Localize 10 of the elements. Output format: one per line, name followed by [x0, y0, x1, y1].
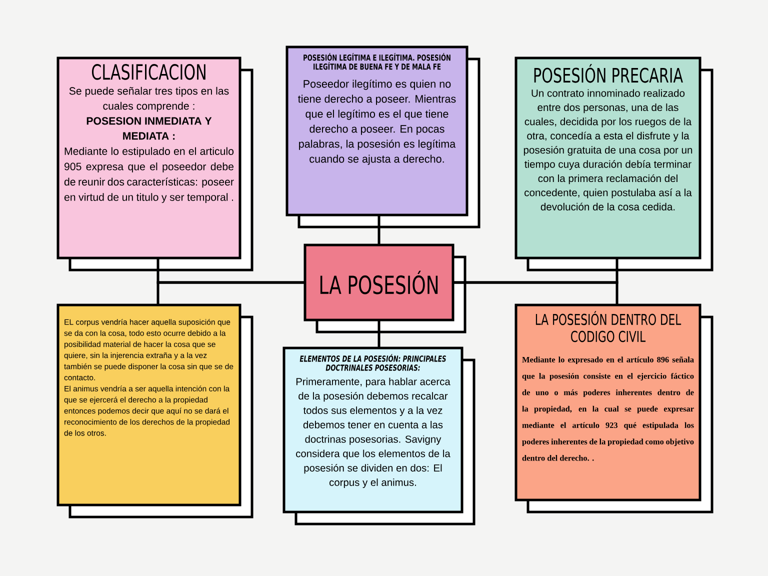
central-topic-box: LA POSESIÓN: [304, 244, 454, 322]
text-card: POSESIÓN PRECARIA Un contrato innominado realizado entre dos personas, una de las cuales, decidida por los ruegos de la otra, concedía a esta el disfrute y la posesión gratuita de una cosa por un tiempo cuya duración debía terminar con la primera reclamación del concedente, quien postulaba así a la devolución de la cosa cedida.: [514, 56, 702, 260]
connector-line: [378, 320, 380, 348]
connector-line: [378, 215, 380, 245]
connector-line: [156, 281, 305, 305]
text-card: CLASIFICACION Se puede señalar tres tipos en las cuales comprende : POSESION INMEDIATA Y MEDIATA : Mediante lo estipulado en el articulo 905 expresa que el poseedor debe de reunir dos características: poseer en virtud de un titulo y ser temporal .: [56, 56, 242, 260]
connector-line: [453, 281, 618, 305]
text-card: LA POSESIÓN DENTRO DEL CODIGO CIVIL Mediante lo expresado en el artículo 896 señala que la posesión consiste en el ejercicio fáctico de uno o más poderes inherentes dentro de la propiedad, en la cual se puede expresar mediante el artículo 923 qué estipulada los poderes inherentes de la propiedad como objetivo dentro del derecho. .: [514, 304, 702, 502]
text-card: ELEMENTOS DE LA POSESIÓN: PRINCIPALES DOCTRINALES POSESORIAS: Primeramente, para hablar acerca de la posesión debemos recalcar todos sus elementos y a la vez debemos tener en cuenta a las doctrinas posesorias. Savigny considera que los elementos de la posesión se dividen en dos: El corpus y el animus.: [282, 346, 464, 514]
text-card: POSESIÓN LEGÍTIMA E ILEGÍTIMA. POSESIÓN ILEGÍTIMA DE BUENA FE Y DE MALA FE Poseedor ilegítimo es quien no tiene derecho a poseer. Mientras que el legítimo es el que tiene derecho a poseer. En pocas palabras, la posesión es legítima cuando se ajusta a derecho.: [286, 46, 468, 216]
